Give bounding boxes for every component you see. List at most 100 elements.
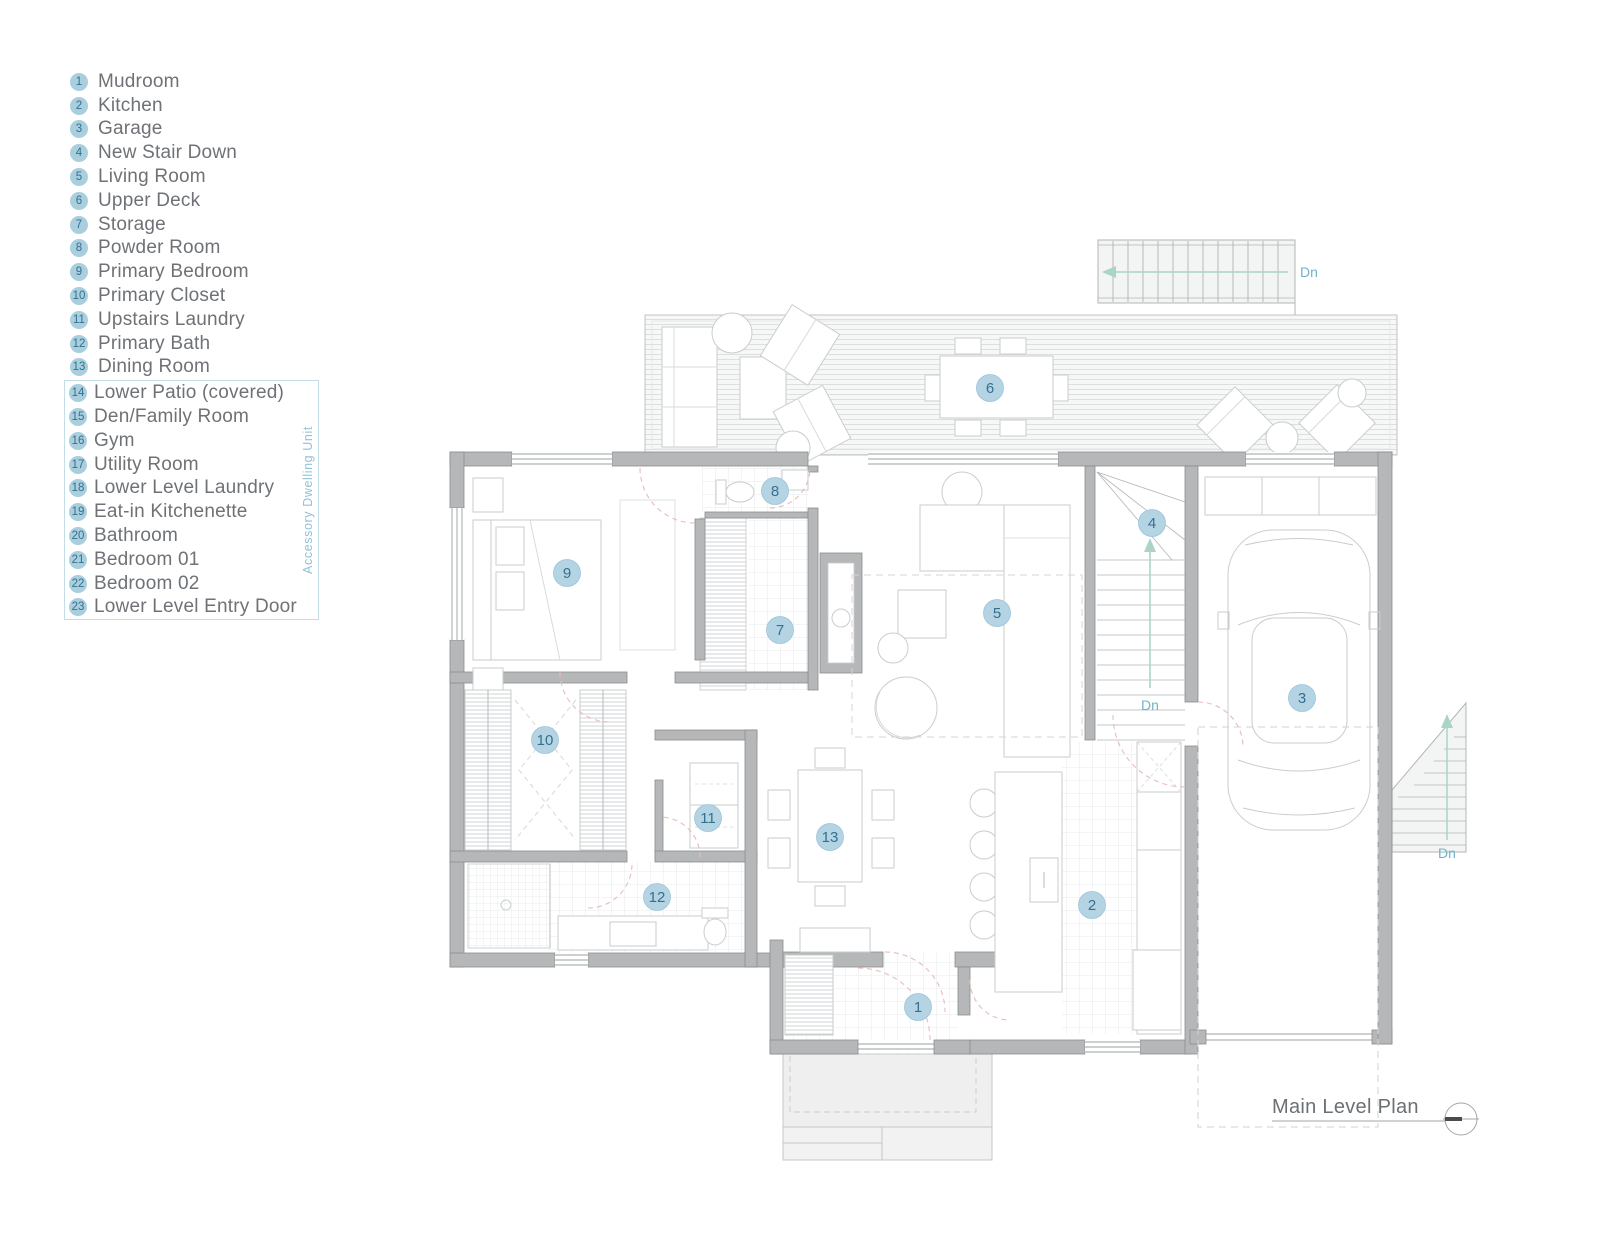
room-marker-2: 2 bbox=[1078, 891, 1106, 919]
deck-stair: Dn bbox=[1097, 239, 1318, 315]
plan-title: Main Level Plan bbox=[1272, 1096, 1419, 1118]
svg-text:4: 4 bbox=[1148, 515, 1156, 532]
room-marker-13: 13 bbox=[816, 823, 844, 851]
legend-label: Storage bbox=[98, 213, 166, 235]
svg-text:6: 6 bbox=[986, 380, 994, 397]
legend-number-badge: 22 bbox=[69, 574, 87, 593]
north-symbol bbox=[1443, 1102, 1479, 1136]
legend-label: Lower Level Laundry bbox=[94, 477, 275, 499]
room-marker-4: 4 bbox=[1138, 509, 1166, 537]
legend-label: Garage bbox=[98, 118, 163, 140]
legend-item: 14 Lower Patio (covered) bbox=[65, 381, 318, 405]
room-marker-7: 7 bbox=[766, 616, 794, 644]
legend-label: Primary Closet bbox=[98, 285, 226, 307]
legend-label: Dining Room bbox=[98, 356, 211, 378]
svg-text:7: 7 bbox=[776, 622, 784, 639]
title-block: Main Level Plan bbox=[1272, 1096, 1479, 1136]
legend-label: Powder Room bbox=[98, 237, 221, 259]
legend-label: Gym bbox=[94, 429, 135, 451]
legend-label: Utility Room bbox=[94, 453, 199, 475]
legend-number-badge: 18 bbox=[69, 479, 87, 498]
car bbox=[1217, 529, 1381, 831]
legend-number-badge: 14 bbox=[69, 384, 87, 403]
garage-door-dashed-outline bbox=[1197, 726, 1379, 1128]
windows bbox=[450, 452, 1372, 1054]
legend-number-badge: 1 bbox=[70, 72, 88, 91]
legend-number-badge: 15 bbox=[69, 408, 87, 427]
legend-label: Living Room bbox=[98, 166, 206, 188]
svg-text:3: 3 bbox=[1298, 690, 1306, 707]
svg-text:2: 2 bbox=[1088, 897, 1096, 914]
legend-label: Primary Bedroom bbox=[98, 261, 249, 283]
legend-item: 4 New Stair Down bbox=[65, 141, 319, 165]
legend-number-badge: 3 bbox=[70, 120, 88, 139]
legend-item: 12 Primary Bath bbox=[65, 332, 319, 356]
legend-item: 3 Garage bbox=[65, 118, 319, 142]
svg-text:12: 12 bbox=[649, 889, 666, 906]
legend-item: 7 Storage bbox=[65, 213, 319, 237]
room-marker-8: 8 bbox=[761, 477, 789, 505]
legend-label: Kitchen bbox=[98, 94, 163, 116]
interior-stair: Dn bbox=[1096, 471, 1186, 741]
legend-label: Primary Bath bbox=[98, 332, 211, 354]
legend-item: 10 Primary Closet bbox=[65, 284, 319, 308]
legend-label: Bedroom 01 bbox=[94, 548, 200, 570]
deck-furniture bbox=[661, 304, 1376, 466]
room-marker-12: 12 bbox=[643, 883, 671, 911]
fireplace-insert bbox=[827, 562, 855, 664]
legend-number-badge: 8 bbox=[70, 239, 88, 258]
legend-number-badge: 17 bbox=[69, 455, 87, 474]
svg-text:13: 13 bbox=[822, 829, 839, 846]
legend-label: Mudroom bbox=[98, 70, 180, 92]
legend-item: 17 Utility Room bbox=[65, 453, 318, 477]
legend-label: Lower Level Entry Door bbox=[94, 596, 297, 618]
legend-label: New Stair Down bbox=[98, 142, 238, 164]
legend-item: 11 Upstairs Laundry bbox=[65, 308, 319, 332]
legend-item: 6 Upper Deck bbox=[65, 189, 319, 213]
room-marker-9: 9 bbox=[553, 559, 581, 587]
legend-number-badge: 16 bbox=[69, 431, 87, 450]
legend-item: 21 Bedroom 01 bbox=[65, 548, 318, 572]
room-marker-6: 6 bbox=[976, 374, 1004, 402]
legend-number-badge: 9 bbox=[70, 263, 88, 282]
room-marker-1: 1 bbox=[904, 993, 932, 1021]
room-markers: 1 2 3 4 5 6 7 8 9 10 11 12 13 bbox=[531, 374, 1316, 1021]
legend-item: 9 Primary Bedroom bbox=[65, 260, 319, 284]
interior-stair-dn-label: Dn bbox=[1141, 697, 1159, 713]
legend-label: Lower Patio (covered) bbox=[94, 382, 285, 404]
svg-text:9: 9 bbox=[563, 565, 571, 582]
legend-number-badge: 13 bbox=[70, 358, 88, 377]
legend-number-badge: 11 bbox=[70, 310, 88, 329]
legend-label: Upper Deck bbox=[98, 189, 201, 211]
legend-number-badge: 19 bbox=[69, 503, 87, 522]
entry-porch bbox=[782, 1053, 993, 1161]
furniture bbox=[464, 469, 1377, 1036]
legend-number-badge: 6 bbox=[70, 191, 88, 210]
legend-number-badge: 7 bbox=[70, 215, 88, 234]
exterior-stair: Dn bbox=[1391, 701, 1467, 861]
legend-label: Upstairs Laundry bbox=[98, 308, 245, 330]
door-swings bbox=[559, 467, 1244, 1041]
svg-text:5: 5 bbox=[993, 605, 1001, 622]
legend-number-badge: 21 bbox=[69, 550, 87, 569]
exterior-stair-dn-label: Dn bbox=[1438, 845, 1456, 861]
room-marker-10: 10 bbox=[531, 726, 559, 754]
legend-number-badge: 4 bbox=[70, 144, 88, 163]
room-marker-3: 3 bbox=[1288, 684, 1316, 712]
legend-number-badge: 10 bbox=[70, 287, 88, 306]
fireplace-flue bbox=[831, 608, 851, 628]
room-marker-11: 11 bbox=[694, 804, 722, 832]
svg-text:8: 8 bbox=[771, 483, 779, 500]
legend-number-badge: 12 bbox=[70, 334, 88, 353]
legend-item: 1 Mudroom bbox=[65, 70, 319, 94]
